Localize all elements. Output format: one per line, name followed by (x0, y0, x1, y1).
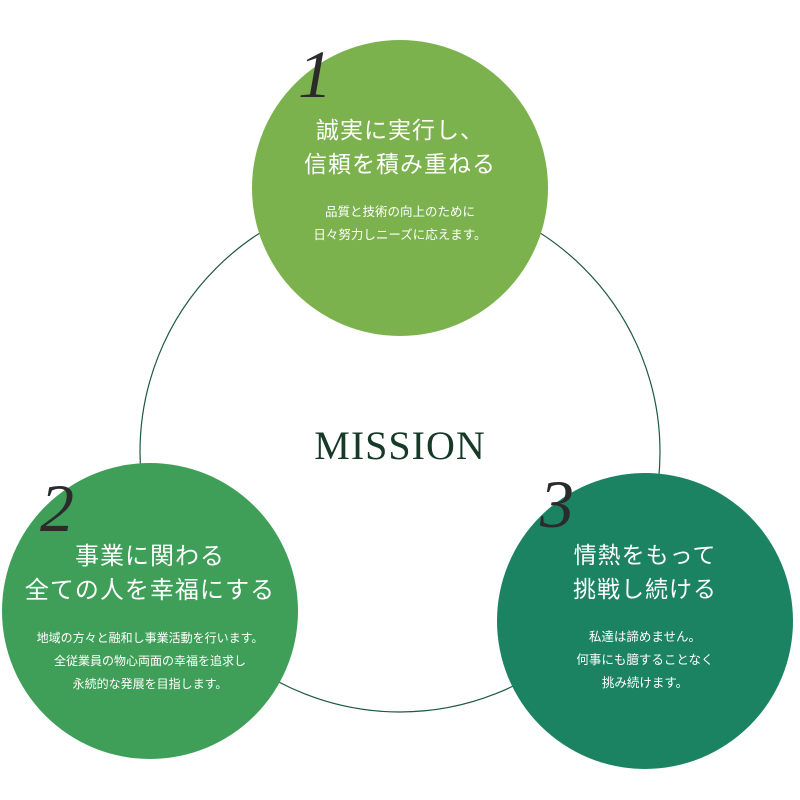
mission-description-2-line-2: 全従業員の物心両面の幸福を追求し (53, 654, 246, 668)
mission-heading-3-line-2: 挑戦し続ける (573, 577, 717, 603)
mission-description-2-line-3: 永続的な発展を目指します。 (72, 677, 228, 691)
mission-description-3: 私達は諦めません。 何事にも臆することなく 挑み続けます。 (497, 625, 793, 694)
mission-heading-3-line-1: 情熱をもって (573, 543, 717, 569)
mission-circle-3: 情熱をもって 挑戦し続ける 私達は諦めません。 何事にも臆することなく 挑み続け… (497, 473, 793, 769)
mission-description-2-line-1: 地域の方々と融和し事業活動を行います。 (36, 631, 264, 645)
mission-number-1: 1 (298, 36, 332, 112)
mission-heading-3: 情熱をもって 挑戦し続ける (497, 539, 793, 607)
mission-description-3-line-2: 何事にも臆することなく (576, 652, 714, 667)
mission-number-3: 3 (540, 466, 574, 542)
mission-number-2: 2 (40, 470, 74, 546)
mission-circle-1: 誠実に実行し、 信頼を積み重ねる 品質と技術の向上のために 日々努力しニーズに応… (252, 40, 548, 336)
mission-heading-1-line-1: 誠実に実行し、 (316, 118, 484, 144)
mission-heading-2: 事業に関わる 全ての人を幸福にする (2, 539, 298, 607)
mission-heading-2-line-2: 全ての人を幸福にする (24, 576, 276, 604)
mission-description-1-line-1: 品質と技術の向上のために (324, 204, 475, 219)
center-title: MISSION (314, 423, 486, 468)
mission-heading-1-line-2: 信頼を積み重ねる (304, 152, 496, 178)
mission-description-3-line-3: 挑み続けます。 (601, 675, 689, 690)
mission-circle-2: 事業に関わる 全ての人を幸福にする 地域の方々と融和し事業活動を行います。 全従… (2, 463, 298, 759)
mission-description-2: 地域の方々と融和し事業活動を行います。 全従業員の物心両面の幸福を追求し 永続的… (2, 627, 298, 696)
mission-heading-1: 誠実に実行し、 信頼を積み重ねる (252, 114, 548, 182)
mission-description-3-line-1: 私達は諦めません。 (588, 629, 702, 644)
mission-heading-2-line-1: 事業に関わる (75, 542, 225, 570)
mission-description-1-line-2: 日々努力しニーズに応えます。 (313, 227, 487, 242)
mission-description-1: 品質と技術の向上のために 日々努力しニーズに応えます。 (252, 200, 548, 246)
